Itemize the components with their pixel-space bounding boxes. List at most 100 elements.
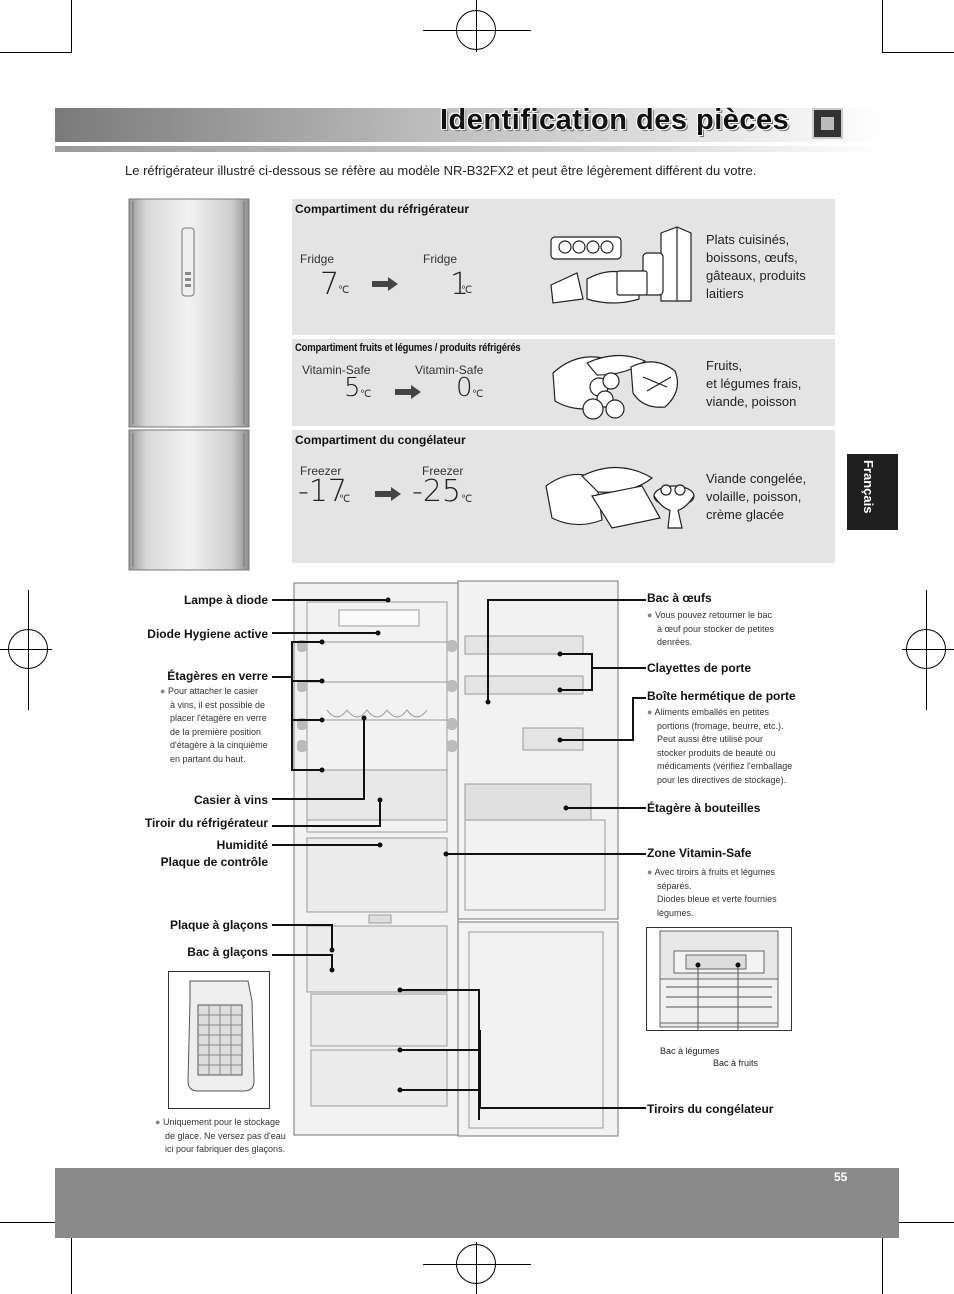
food-item: Viande congelée, bbox=[706, 471, 807, 486]
lcd-label: Freezer bbox=[300, 464, 342, 478]
title-underline bbox=[55, 146, 885, 152]
note-line: de la première position bbox=[170, 726, 262, 737]
crop-mark bbox=[882, 0, 883, 52]
panel-heading: Compartiment du réfrigérateur bbox=[295, 202, 470, 216]
vitamin-safe-illustration bbox=[646, 927, 792, 1031]
registration-mark bbox=[456, 10, 496, 50]
note-vitamin-safe: ● Avec tiroirs à fruits et légumes sépar… bbox=[647, 866, 777, 920]
lcd-value: -17 bbox=[298, 474, 347, 509]
panel-freezer: Compartiment du congélateur Freezer -17 … bbox=[292, 430, 835, 563]
panel-vitamin-safe: Compartiment fruits et légumes / produit… bbox=[292, 339, 835, 426]
note-line: ici pour fabriquer des glaçons. bbox=[165, 1144, 286, 1154]
label-humidity: Humidité bbox=[216, 838, 268, 852]
label-ice-plate: Plaque à glaçons bbox=[169, 918, 268, 932]
note-line: médicaments (vérifiez l'emballage bbox=[657, 761, 793, 771]
food-item: Plats cuisinés, bbox=[706, 232, 790, 247]
note-line: séparés. bbox=[657, 880, 692, 891]
food-list: Fruits, et légumes frais, viande, poisso… bbox=[706, 357, 801, 411]
panel-heading: Compartiment du congélateur bbox=[295, 433, 466, 447]
lcd-unit: ℃ bbox=[472, 389, 484, 400]
ice-tray-illustration bbox=[168, 971, 270, 1109]
callout-lines bbox=[480, 599, 646, 1109]
note-glass-shelves: ● Pour attacher le casier à vins, il est… bbox=[160, 685, 268, 766]
lcd-label: Vitamin-Safe bbox=[415, 363, 484, 377]
intro-text: Le réfrigérateur illustré ci-dessous se … bbox=[125, 163, 757, 178]
food-item: Fruits, bbox=[706, 358, 743, 373]
crop-mark bbox=[0, 52, 72, 53]
note-line: portions (fromage, beurre, etc.). bbox=[657, 720, 784, 731]
lcd-label: Vitamin-Safe bbox=[302, 363, 371, 377]
note-line: Peut aussi être utilisé pour bbox=[657, 734, 764, 744]
note-line: Pour attacher le casier bbox=[167, 686, 258, 696]
note-door-box: ● Aliments emballés en petites portions … bbox=[647, 706, 792, 787]
food-item: boissons, œufs, bbox=[706, 250, 798, 265]
note-line: Uniquement pour le stockage bbox=[162, 1117, 281, 1127]
crop-mark bbox=[71, 1222, 72, 1294]
note-line: de glace. Ne versez pas d'eau bbox=[165, 1130, 286, 1141]
lcd-label: Fridge bbox=[423, 252, 458, 266]
lcd-label: Freezer bbox=[422, 464, 464, 478]
label-vitamin-safe-zone: Zone Vitamin-Safe bbox=[647, 846, 752, 860]
food-item: viande, poisson bbox=[706, 394, 797, 409]
note-line: denrées. bbox=[657, 637, 693, 647]
note-line: légumes. bbox=[657, 907, 694, 918]
fridge-exterior-illustration bbox=[128, 198, 250, 571]
footer-bar bbox=[55, 1168, 899, 1238]
lcd-value: 0 bbox=[456, 373, 473, 403]
label-door-shelves: Clayettes de porte bbox=[647, 661, 752, 675]
lcd-value: 5 bbox=[344, 373, 361, 403]
language-tab: Français bbox=[847, 454, 898, 530]
note-line: à œuf pour stocker de petites bbox=[657, 623, 775, 634]
crop-mark bbox=[882, 1222, 954, 1223]
food-list: Viande congelée, volaille, poisson, crèm… bbox=[706, 470, 806, 524]
crop-mark bbox=[0, 1222, 72, 1223]
lcd-value: 1 bbox=[450, 267, 470, 302]
arrow-icon bbox=[395, 385, 421, 399]
label-fridge-drawer: Tiroir du réfrigérateur bbox=[144, 816, 268, 830]
food-item: laitiers bbox=[706, 286, 744, 301]
label-door-box: Boîte hermétique de porte bbox=[647, 689, 796, 703]
page-number: 55 bbox=[834, 1170, 848, 1184]
note-line: Avec tiroirs à fruits et légumes bbox=[654, 867, 775, 877]
food-item: gâteaux, produits bbox=[706, 268, 806, 283]
note-line: placer l'étagère en verre bbox=[170, 713, 267, 723]
registration-mark bbox=[906, 629, 946, 669]
note-line: à vins, il est possible de bbox=[170, 699, 266, 710]
food-list: Plats cuisinés, boissons, œufs, gâteaux,… bbox=[706, 231, 806, 303]
lcd-value: 7 bbox=[320, 267, 340, 302]
fridge-interior-illustration bbox=[293, 580, 619, 1137]
label-lamp: Lampe à diode bbox=[183, 593, 268, 607]
food-item: crème glacée bbox=[706, 507, 785, 522]
frozen-food-illustration bbox=[545, 466, 695, 529]
dairy-food-illustration bbox=[550, 226, 692, 304]
label-wine-rack: Casier à vins bbox=[193, 793, 268, 807]
note-line: en partant du haut. bbox=[170, 753, 246, 764]
label-hygiene-diode: Diode Hygiene active bbox=[147, 627, 268, 641]
label-veg-tray: Bac à légumes bbox=[660, 1046, 720, 1056]
language-tab-label: Français bbox=[861, 460, 876, 514]
panel-heading: Compartiment fruits et légumes / produit… bbox=[295, 342, 521, 354]
arrow-icon bbox=[372, 277, 398, 291]
note-ice-tray: ● Uniquement pour le stockage de glace. … bbox=[155, 1116, 286, 1157]
food-item: volaille, poisson, bbox=[706, 489, 802, 504]
lcd-value: -25 bbox=[412, 474, 461, 509]
note-line: pour les directives de stockage). bbox=[657, 774, 787, 785]
crop-mark bbox=[882, 1222, 883, 1294]
food-item: et légumes frais, bbox=[706, 376, 802, 391]
label-freezer-drawers: Tiroirs du congélateur bbox=[647, 1102, 774, 1116]
label-fruit-tray: Bac à fruits bbox=[713, 1058, 759, 1068]
note-egg-tray: ● Vous pouvez retourner le bac à œuf pou… bbox=[647, 609, 774, 650]
label-control-plate: Plaque de contrôle bbox=[160, 855, 268, 869]
panel-fridge: Compartiment du réfrigérateur Fridge 7 ℃… bbox=[292, 199, 835, 335]
note-line: d'étagère à la cinquième bbox=[170, 740, 268, 750]
lcd-unit: ℃ bbox=[461, 494, 473, 505]
label-egg-tray: Bac à œufs bbox=[647, 591, 712, 605]
registration-mark bbox=[456, 1244, 496, 1284]
crop-mark bbox=[71, 0, 72, 52]
note-line: Vous pouvez retourner le bac bbox=[654, 610, 773, 620]
fresh-food-illustration bbox=[552, 354, 678, 420]
label-glass-shelves: Étagères en verre bbox=[167, 669, 268, 683]
lcd-unit: ℃ bbox=[360, 389, 372, 400]
lcd-unit: ℃ bbox=[338, 285, 350, 296]
crop-mark bbox=[882, 52, 954, 53]
